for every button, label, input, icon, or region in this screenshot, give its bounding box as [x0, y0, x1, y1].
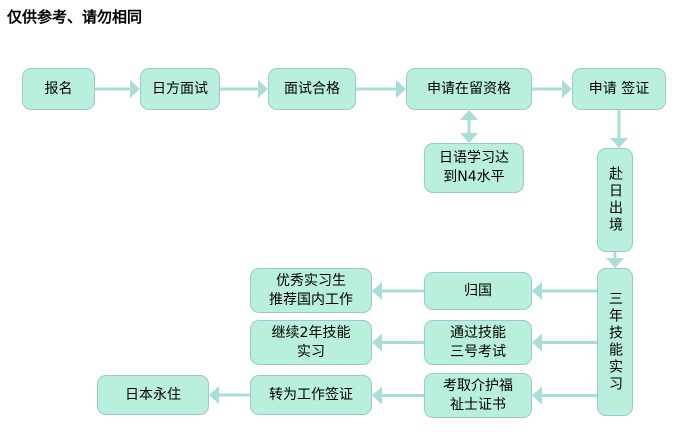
arrow-e1-head	[130, 80, 140, 98]
node-youxiu-tuijian[interactable]: 优秀实习生 推荐国内工作	[250, 268, 372, 313]
arrow-e3-head	[396, 80, 406, 98]
node-label: 日方面试	[152, 80, 208, 97]
node-label: 日本永住	[125, 386, 181, 403]
arrow-e5-head-up	[460, 110, 478, 120]
node-label: 归国	[464, 282, 492, 299]
node-mianshi-hege[interactable]: 面试合格	[268, 68, 356, 110]
arrow-e8-head	[532, 282, 542, 300]
node-shenqing-zaliu[interactable]: 申请在留资格	[406, 68, 532, 110]
node-jixu-2nian[interactable]: 继续2年技能 实习	[250, 320, 372, 365]
node-rifang-mianshi[interactable]: 日方面试	[140, 68, 220, 110]
node-label: 申请 签证	[588, 80, 650, 97]
node-label: 报名	[44, 80, 73, 97]
arrow-e14-head	[209, 386, 219, 404]
node-kaoqu-jiehu[interactable]: 考取介护福 祉士证书	[424, 373, 532, 418]
node-guiguo[interactable]: 归国	[424, 272, 532, 310]
node-label: 面试合格	[284, 80, 340, 97]
arrow-e5-head-down	[460, 133, 478, 143]
arrow-e13-head	[372, 386, 382, 405]
node-label: 转为工作签证	[269, 386, 353, 403]
node-label: 日语学习达 到N4水平	[439, 150, 509, 185]
arrow-e6-head	[610, 138, 628, 148]
node-zhuanwei-gongz[interactable]: 转为工作签证	[250, 375, 372, 415]
arrow-e10-head	[532, 386, 542, 405]
node-shenqing-qianz[interactable]: 申请 签证	[572, 68, 666, 110]
node-label: 通过技能 三号考试	[450, 324, 506, 360]
node-sannian-jineng[interactable]: 三年技能实习	[597, 268, 633, 416]
node-label: 三年技能实习	[607, 291, 623, 393]
arrow-e7-head	[606, 258, 624, 268]
node-label: 考取介护福 祉士证书	[443, 377, 513, 413]
arrow-e11-head	[372, 282, 382, 300]
node-label: 赴日出境	[607, 166, 623, 234]
arrow-e12-head	[372, 333, 382, 352]
node-label: 申请在留资格	[427, 80, 511, 97]
node-riben-yongzhu[interactable]: 日本永住	[97, 375, 209, 415]
node-label: 优秀实习生 推荐国内工作	[269, 272, 353, 308]
node-fu-ri-chujing[interactable]: 赴日出境	[597, 148, 633, 252]
arrow-e2-head	[258, 80, 268, 98]
arrow-e9-head	[532, 333, 542, 352]
node-tongguo-kaoshi[interactable]: 通过技能 三号考试	[424, 320, 532, 365]
node-label: 继续2年技能 实习	[271, 324, 351, 360]
watermark-text: 仅供参考、请勿相同	[7, 8, 143, 26]
arrow-e4-head	[562, 80, 572, 98]
node-baoming[interactable]: 报名	[22, 68, 95, 110]
node-riyu-n4[interactable]: 日语学习达 到N4水平	[424, 143, 524, 193]
